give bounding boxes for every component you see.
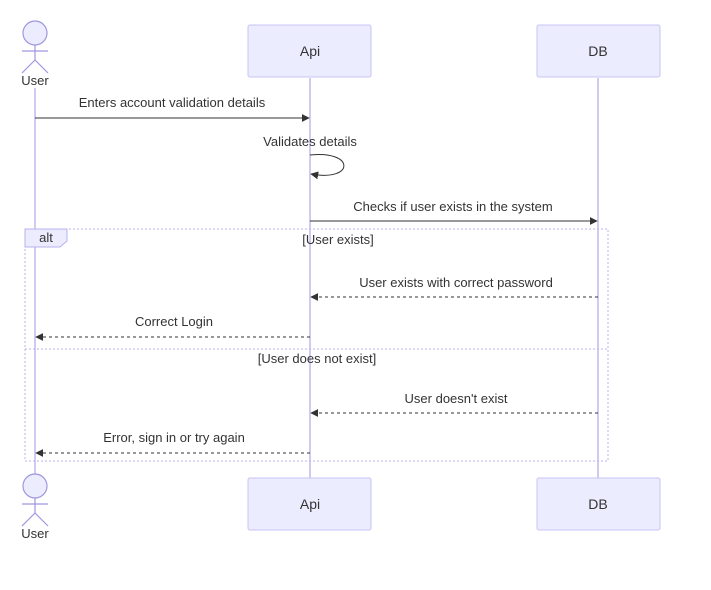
message-label: Error, sign in or try again [103, 430, 245, 445]
db-label-top: DB [588, 43, 607, 59]
message-label: User doesn't exist [405, 391, 508, 406]
message-user-not-exist: User doesn't exist [310, 391, 598, 417]
alt-condition-1: [User exists] [302, 232, 374, 247]
user-actor-top: User [21, 20, 49, 88]
actor-head-icon [22, 20, 48, 46]
message-label: Validates details [263, 134, 357, 149]
message-enter-details: Enters account validation details [35, 95, 310, 122]
api-label-top: Api [300, 43, 320, 59]
alt-tag [24, 228, 68, 248]
message-label: Checks if user exists in the system [353, 199, 552, 214]
api-participant-bottom: Api [247, 477, 372, 531]
message-correct-login: Correct Login [35, 314, 310, 341]
alt-condition-2: [User does not exist] [258, 351, 377, 366]
db-participant-bottom: DB [536, 477, 661, 531]
api-label-bottom: Api [300, 496, 320, 512]
user-label-top: User [21, 73, 49, 88]
api-participant-top: Api [247, 24, 372, 78]
message-check-user: Checks if user exists in the system [310, 199, 598, 225]
user-label-bottom: User [21, 526, 49, 541]
db-label-bottom: DB [588, 496, 607, 512]
message-label: User exists with correct password [359, 275, 553, 290]
message-label: Enters account validation details [79, 95, 266, 110]
message-validates-details: Validates details [263, 134, 357, 180]
alt-frame: alt [User exists] [User does not exist] [24, 228, 609, 462]
user-actor-bottom: User [21, 473, 49, 541]
db-participant-top: DB [536, 24, 661, 78]
message-label: Correct Login [135, 314, 213, 329]
message-error-sign-in: Error, sign in or try again [35, 430, 310, 457]
actor-head-icon [22, 473, 48, 499]
alt-keyword: alt [39, 230, 53, 245]
message-user-exists: User exists with correct password [310, 275, 598, 301]
